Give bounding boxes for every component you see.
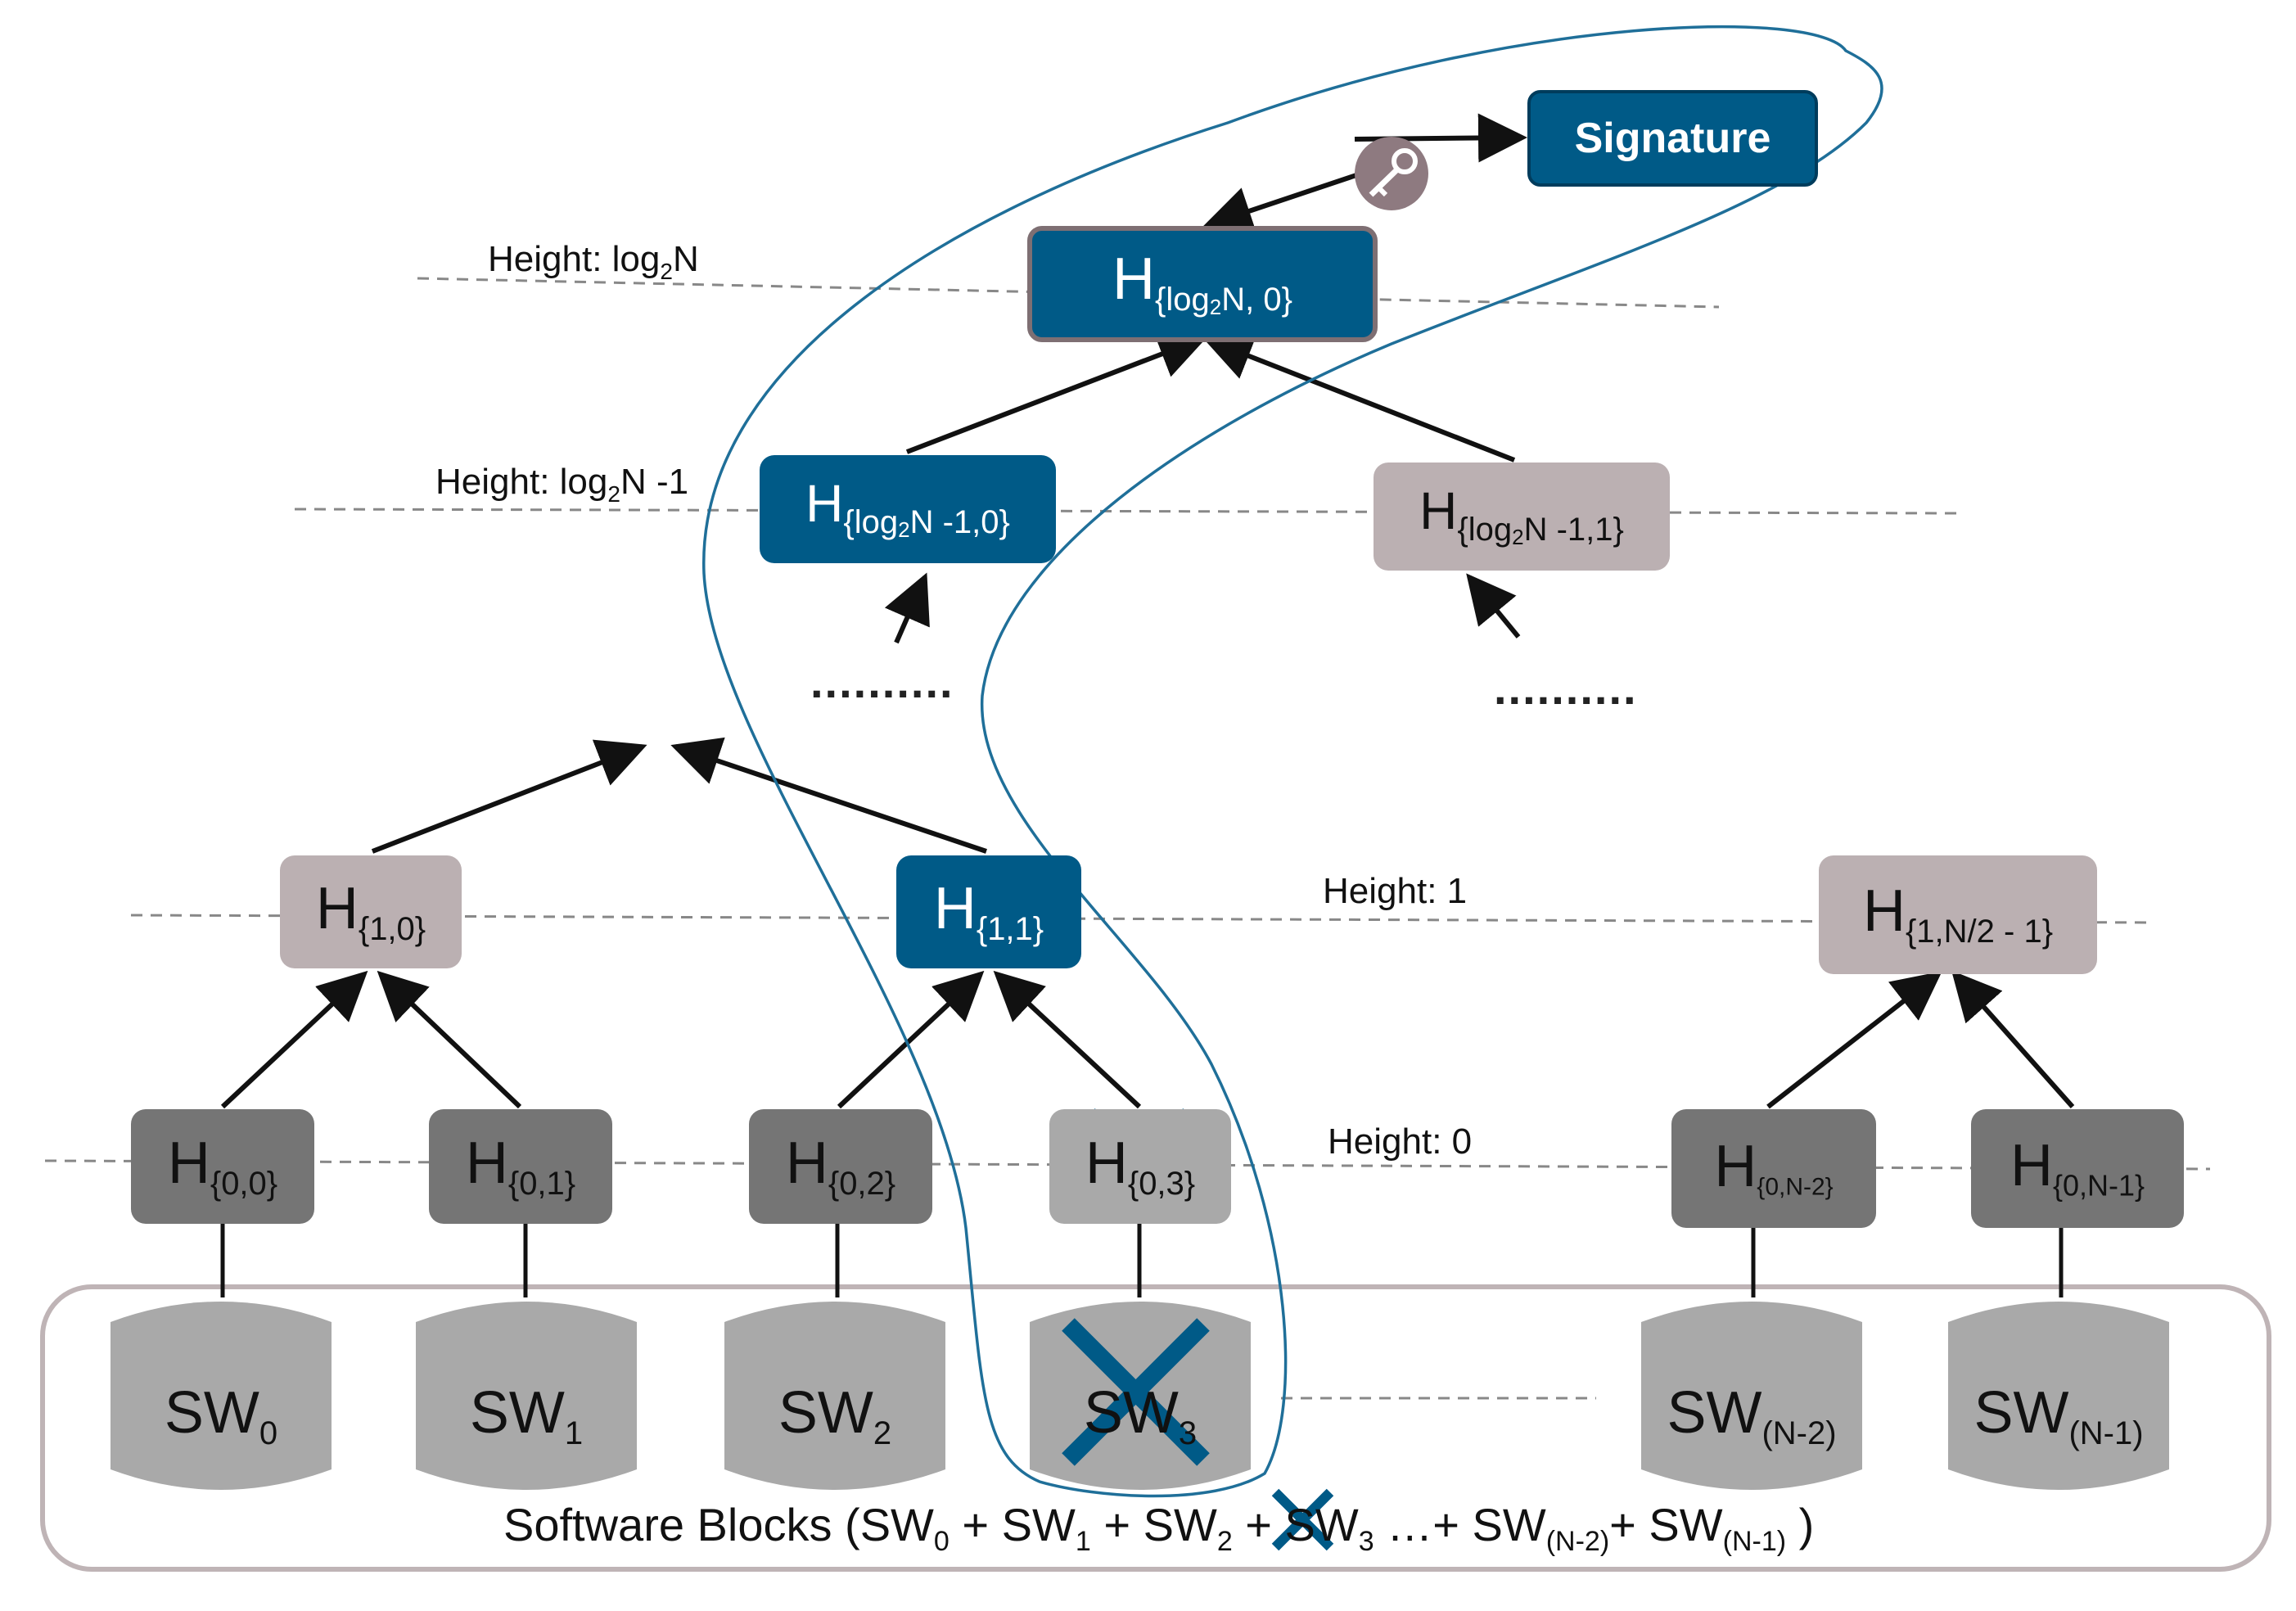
leaf-connectors <box>220 1220 2064 1297</box>
ellipsis-left: .......... <box>810 656 954 707</box>
hash-node-1-0: H{1,0} <box>280 855 462 968</box>
software-block-2: SW2 <box>778 1380 892 1451</box>
signature-box: Signature <box>1527 90 1818 187</box>
hash-node-0-n-1: H{0,N-1} <box>1971 1109 2184 1228</box>
hash-node-level2-left: H{log2N -1,0} <box>760 455 1056 563</box>
software-block-1: SW1 <box>469 1380 584 1451</box>
hash-node-0-2: H{0,2} <box>749 1109 932 1224</box>
hash-node-1-1: H{1,1} <box>896 855 1081 968</box>
height-label-zero: Height: 0 <box>1328 1121 1473 1162</box>
height-label-one: Height: 1 <box>1323 871 1468 911</box>
software-block-3-removed: SW3 <box>1083 1380 1198 1451</box>
hash-node-root: H{log2N, 0} <box>1027 226 1378 342</box>
software-block-n-2: SW(N-2) <box>1667 1380 1837 1451</box>
software-blocks-frame <box>40 1284 2271 1572</box>
software-block-n-1: SW(N-1) <box>1973 1380 2144 1451</box>
hash-node-0-0: H{0,0} <box>131 1109 314 1224</box>
hash-node-0-n-2: H{0,N-2} <box>1671 1109 1876 1228</box>
hash-node-1-last: H{1,N/2 - 1} <box>1819 855 2097 974</box>
footer-x-icon <box>1271 1488 1334 1551</box>
auth-path-outline <box>702 25 1883 1498</box>
signature-label: Signature <box>1574 115 1771 162</box>
software-blocks-caption: Software Blocks (SW0 + SW1 + SW2 + SW3 …… <box>503 1499 1815 1557</box>
height-label-top: Height: log2N <box>488 239 699 284</box>
key-icon <box>1355 137 1428 210</box>
hash-node-0-1: H{0,1} <box>429 1109 612 1224</box>
hash-node-level2-right: H{log2N -1,1} <box>1374 463 1670 571</box>
tree-edges <box>220 113 2075 1109</box>
height-label-second: Height: log2N -1 <box>435 462 689 507</box>
ellipsis-right: .......... <box>1494 662 1638 714</box>
height-guides <box>44 277 2211 1400</box>
hash-node-0-3-removed: H{0,3} <box>1049 1109 1231 1224</box>
software-block-0: SW0 <box>164 1380 278 1451</box>
